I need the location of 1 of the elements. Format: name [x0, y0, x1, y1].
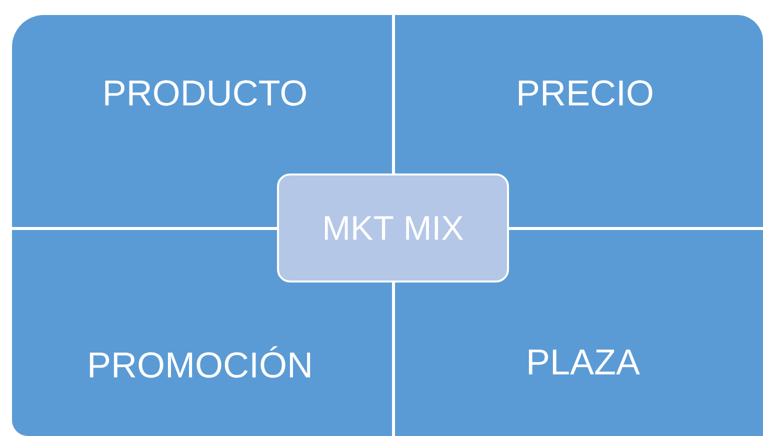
centre-box: MKT MIX — [277, 174, 509, 282]
